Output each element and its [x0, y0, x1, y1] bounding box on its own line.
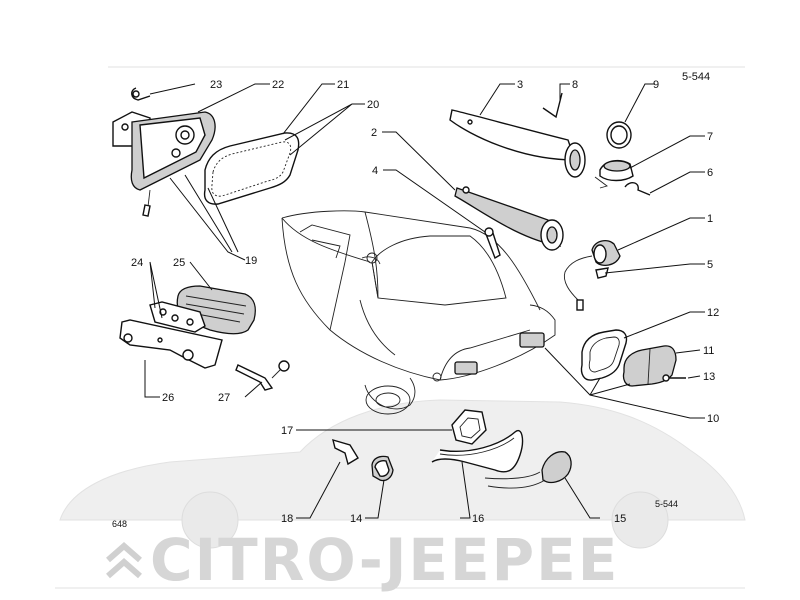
callout-16: 16: [472, 513, 484, 525]
callout-13: 13: [703, 371, 715, 383]
part-9-ring: [606, 121, 632, 149]
part-13-screw: [662, 374, 686, 382]
part-5-clip: [595, 267, 609, 279]
part-26-bracket: [119, 319, 223, 369]
part-3-rear-trim-tube: [449, 109, 586, 178]
leader-lines: [144, 83, 705, 519]
callout-4: 4: [372, 165, 378, 177]
part-12-lamp-frame: [580, 329, 628, 381]
part-2-lamp-tube: [454, 186, 564, 251]
part-6-spring-clip: [624, 182, 651, 196]
callout-20: 20: [367, 99, 379, 111]
callout-10: 10: [707, 413, 719, 425]
part-21-lamp-lens: [203, 132, 300, 205]
callout-12: 12: [707, 307, 719, 319]
watermark-logo-chevrons: [106, 542, 142, 579]
part-15-lamp-wire: [484, 451, 572, 489]
callout-15: 15: [614, 513, 626, 525]
watermark-car-silhouette: [59, 399, 746, 549]
part-22-lamp-housing: [112, 111, 216, 217]
callout-22: 22: [272, 79, 284, 91]
drawing-ref-top: 5-544: [682, 71, 710, 83]
callout-18: 18: [281, 513, 293, 525]
drawing-ref-bottom-left: 648: [112, 519, 127, 529]
callout-25: 25: [173, 257, 185, 269]
part-11-rear-lamp: [622, 345, 677, 387]
part-27-small-bracket: [235, 360, 290, 391]
callout-2: 2: [371, 127, 377, 139]
callout-17: 17: [281, 425, 293, 437]
part-1-lamp-socket: [563, 239, 621, 311]
part-7-socket: [594, 159, 634, 189]
callout-7: 7: [707, 131, 713, 143]
callout-26: 26: [162, 392, 174, 404]
part-4-screw: [484, 227, 501, 260]
callout-6: 6: [707, 167, 713, 179]
callout-11: 11: [703, 345, 714, 357]
callout-3: 3: [517, 79, 523, 91]
part-14-small-lens: [371, 455, 394, 482]
car-body-outline: [281, 210, 556, 415]
part-18-clip: [332, 438, 359, 466]
callout-9: 9: [653, 79, 659, 91]
part-17-gasket: [451, 409, 487, 445]
callout-19: 19: [245, 255, 257, 267]
callout-27: 27: [218, 392, 230, 404]
part-8-allen-key: [542, 92, 563, 119]
callout-23: 23: [210, 79, 222, 91]
part-16-wire: [431, 429, 524, 473]
callout-5: 5: [707, 259, 713, 271]
callout-1: 1: [707, 213, 713, 225]
callout-14: 14: [350, 513, 362, 525]
callout-21: 21: [337, 79, 349, 91]
callout-24: 24: [131, 257, 143, 269]
callout-labels: 23 22 21 20 19 24 25 26 27 3 8 9 2 7 6 4…: [131, 79, 719, 525]
drawing-ref-bottom-right: 5-544: [655, 499, 678, 509]
part-23-clip: [131, 87, 151, 101]
watermark-text: CITRO-JEEPEE: [150, 526, 619, 594]
callout-8: 8: [572, 79, 578, 91]
